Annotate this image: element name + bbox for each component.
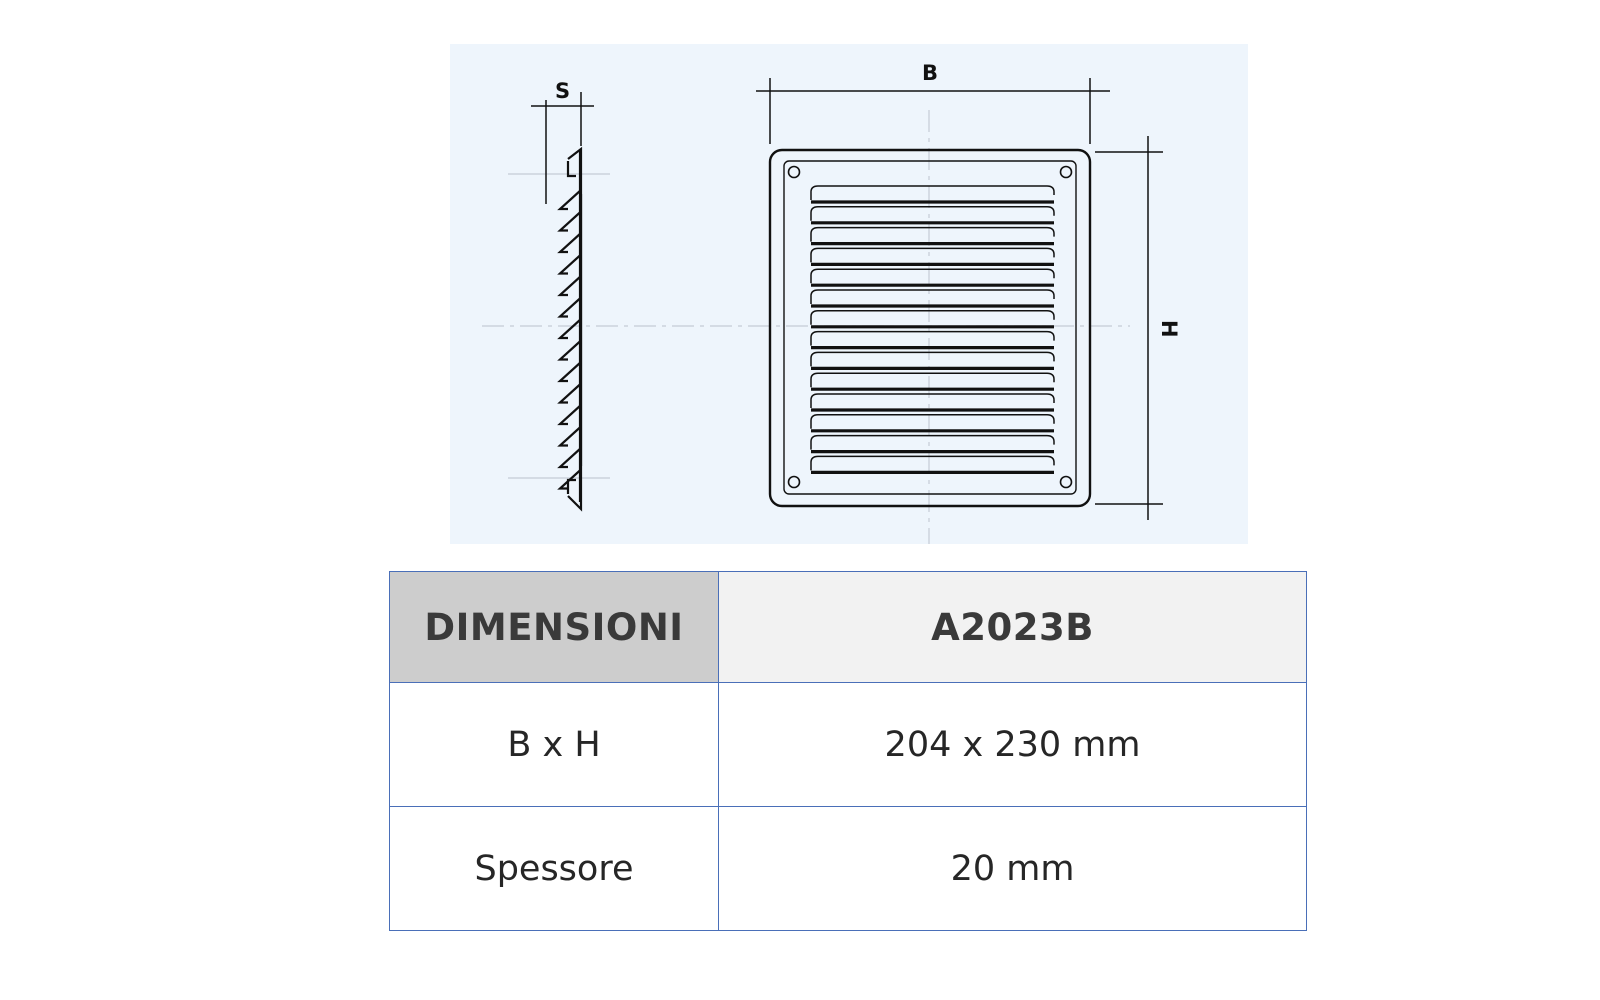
profile-louver-slat — [557, 382, 582, 404]
front-louver-slat — [810, 268, 1055, 284]
front-louver-slat — [810, 434, 1055, 450]
header-dimensioni: DIMENSIONI — [389, 571, 719, 683]
front-louver-slat — [810, 330, 1055, 346]
dimension-h-label: H — [1157, 320, 1181, 338]
row-label-spessore: Spessore — [389, 806, 719, 931]
profile-louver-slat — [557, 296, 582, 318]
table-row: B x H 204 x 230 mm — [389, 682, 1307, 807]
dimension-s-label: S — [555, 79, 570, 103]
profile-louver-slat — [557, 210, 582, 232]
front-louver-slat — [810, 226, 1055, 242]
profile-louver-slat — [557, 447, 582, 469]
dimension-b — [756, 78, 1110, 144]
profile-louver-slat — [557, 339, 582, 361]
profile-louver-slat — [557, 318, 582, 340]
front-louvers — [810, 185, 1055, 474]
front-view — [768, 148, 1092, 508]
profile-louver-slat — [557, 189, 582, 211]
table-row: Spessore 20 mm — [389, 806, 1307, 931]
profile-louver-slat — [557, 425, 582, 447]
front-louver-slat — [810, 185, 1055, 200]
front-louver-slat — [810, 372, 1055, 388]
front-louver-slat — [810, 393, 1055, 408]
front-louver-slat — [810, 247, 1055, 263]
front-louver-slat — [810, 351, 1055, 367]
profile-louver-slat — [557, 361, 582, 383]
row-value-bxh: 204 x 230 mm — [718, 682, 1307, 807]
row-value-spessore: 20 mm — [718, 806, 1307, 931]
profile-louver-slat — [557, 468, 582, 490]
front-louver-slat — [810, 414, 1055, 429]
front-louver-slat — [810, 455, 1055, 471]
front-louver-slat — [810, 206, 1055, 221]
profile-louver-slat — [557, 232, 582, 254]
table-header-row: DIMENSIONI A2023B — [389, 571, 1307, 683]
row-label-bxh: B x H — [389, 682, 719, 807]
dimension-s — [531, 92, 594, 204]
front-louver-slat — [810, 289, 1055, 304]
profile-louver-slat — [557, 404, 582, 426]
technical-drawing: S B H — [450, 44, 1248, 544]
front-louver-slat — [810, 310, 1055, 325]
dimension-b-label: B — [922, 61, 938, 85]
dimensions-table: DIMENSIONI A2023B B x H 204 x 230 mm Spe… — [389, 571, 1307, 931]
profile-louver-slat — [557, 253, 582, 275]
header-model: A2023B — [718, 571, 1307, 683]
profile-louvers — [557, 189, 582, 490]
dimension-h — [1095, 136, 1163, 520]
grille-drawing-svg: S B H — [482, 61, 1181, 544]
profile-louver-slat — [557, 275, 582, 297]
side-profile-view — [557, 146, 583, 512]
